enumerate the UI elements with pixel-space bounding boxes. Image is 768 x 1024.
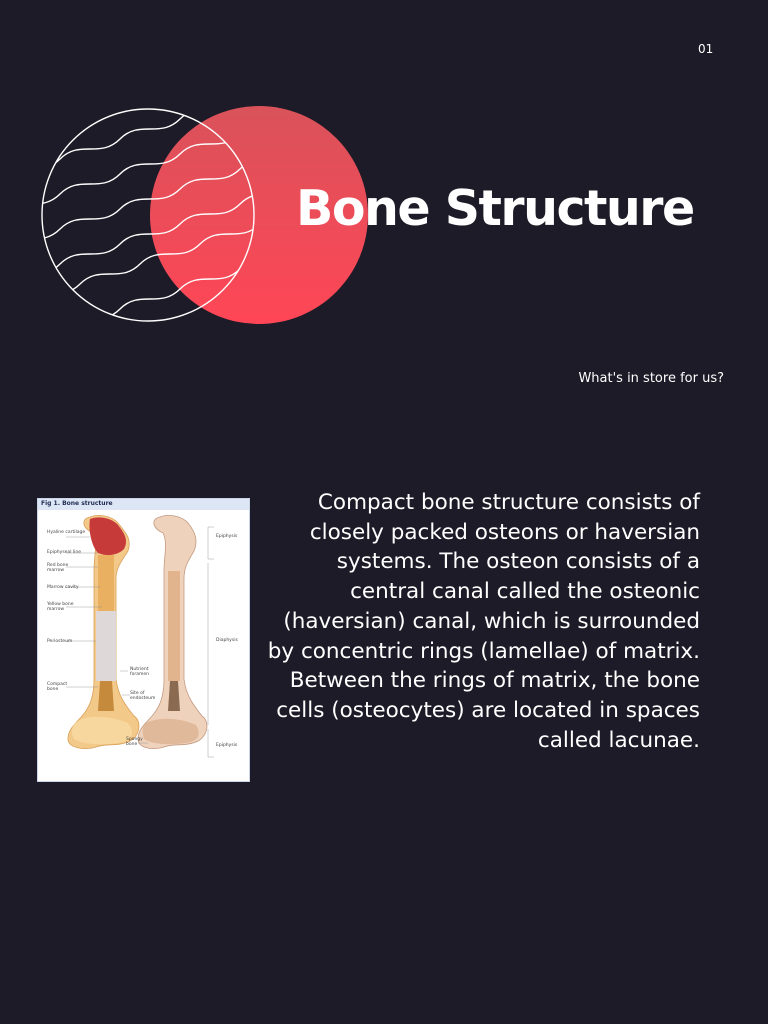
outline-circle [41, 108, 255, 322]
label-spongy-bone: Spongy bone [126, 737, 143, 747]
left-bone [67, 515, 140, 749]
body-paragraph: Compact bone structure consists of close… [267, 490, 700, 753]
label-yellow-bone-marrow: Yellow bone marrow [47, 602, 74, 612]
label-nutrient-foramen: Nutrient foramen [130, 667, 149, 677]
red-circle [150, 106, 368, 324]
right-bone [137, 515, 208, 749]
figure-caption: Fig 1. Bone structure [41, 500, 113, 507]
label-red-bone-marrow: Red bone marrow [47, 563, 69, 573]
label-epiphyseal-line: Epiphyseal line [47, 550, 81, 555]
label-marrow-cavity: Marrow cavity [47, 585, 79, 590]
label-epiphysis-bottom: Epiphysis [216, 743, 238, 748]
page-number: 01 [698, 42, 714, 56]
label-compact-bone: Compact bone [47, 682, 68, 692]
decorative-circles [41, 106, 368, 324]
page-subtitle: What's in store for us? [578, 371, 724, 386]
label-site-of-endosteum: Site of endosteum [130, 691, 156, 701]
bone-illustration [66, 515, 214, 758]
label-periosteum: Periosteum [47, 639, 73, 644]
label-epiphysis-top: Epiphysis [216, 534, 238, 539]
label-diaphysis: Diaphysis [216, 638, 238, 643]
label-hyaline-cartilage: Hyaline cartilage [47, 530, 86, 535]
figure-caption-bar: Fig 1. Bone structure [38, 499, 249, 510]
page-title: Bone Structure [296, 180, 695, 237]
bone-structure-figure: Fig 1. Bone structure [37, 498, 250, 782]
